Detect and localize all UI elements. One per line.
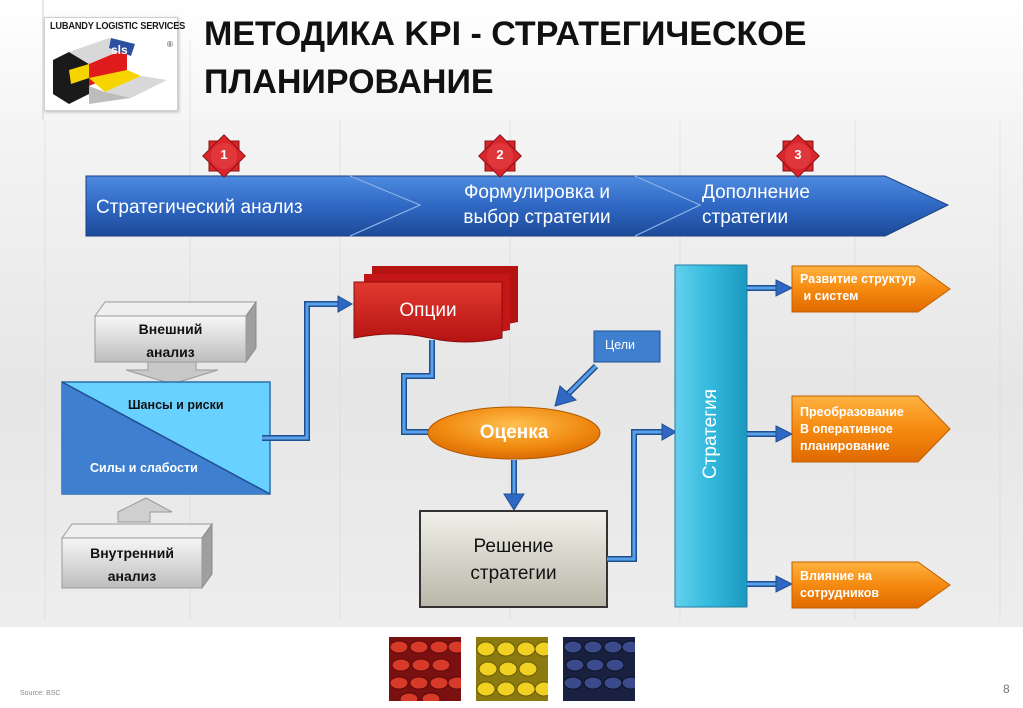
- strategy-label: Стратегия: [700, 388, 721, 480]
- step-label-2: Формулировка и выбор стратегии: [463, 182, 611, 228]
- connector-swot-to-options: [262, 295, 354, 441]
- swot-box: [61, 381, 271, 495]
- connector-evaluation-to-decision: [503, 460, 525, 511]
- outcome-shape-3: [791, 561, 951, 609]
- outcome-label-1: Развитие структур и систем: [800, 272, 916, 303]
- connector-options-to-evaluation: [401, 340, 435, 435]
- footer-source: Source: BSC: [20, 690, 61, 697]
- logo-emblem: sls: [53, 38, 167, 104]
- step-number-3: 3: [794, 147, 802, 162]
- step-badge-2: [478, 134, 522, 178]
- step-label-3: Дополнение стратегии: [702, 182, 810, 228]
- decision-label: Решение стратегии: [470, 536, 557, 584]
- evaluation-oval: [427, 406, 601, 460]
- title-line-2: ПЛАНИРОВАНИЕ: [204, 63, 494, 101]
- outcome-shape-1: [791, 265, 951, 313]
- step-label-1: Стратегический анализ: [96, 197, 303, 218]
- goals-arrow: [554, 363, 599, 407]
- step-number-1: 1: [220, 147, 228, 162]
- internal-analysis-label: Внутренний анализ: [90, 545, 174, 584]
- footer-image-blue-barrels: [563, 637, 635, 701]
- strategy-outcome-arrows: [747, 279, 794, 593]
- step-badge-1: [202, 134, 246, 178]
- options-label: Опции: [399, 300, 457, 321]
- evaluation-label: Оценка: [479, 422, 549, 443]
- step-band: [85, 175, 950, 237]
- step-badge-3: [776, 134, 820, 178]
- swot-strengths-label: Силы и слабости: [90, 461, 198, 475]
- outcome-label-3: Влияние на сотрудников: [800, 569, 880, 600]
- connector-decision-to-strategy: [607, 423, 678, 562]
- strategy-column: [674, 264, 748, 608]
- internal-analysis-block: [61, 497, 213, 590]
- company-logo: LUBANDY LOGISTIC SERVICES sls ®: [44, 17, 185, 111]
- svg-text:sls: sls: [111, 43, 128, 57]
- goals-label: Цели: [604, 338, 636, 352]
- footer-image-yellow-barrels: [476, 637, 548, 701]
- registered-mark: ®: [167, 40, 173, 49]
- external-analysis-label: Внешний анализ: [138, 321, 203, 360]
- goals-box: [593, 330, 661, 363]
- options-shape: [353, 266, 518, 343]
- footer-image-red-barrels: [389, 637, 461, 701]
- page-number: 8: [1003, 682, 1010, 696]
- external-analysis-block: [94, 300, 257, 385]
- logo-text: LUBANDY LOGISTIC SERVICES: [50, 21, 186, 32]
- decision-box: [419, 510, 608, 608]
- step-number-2: 2: [496, 147, 504, 162]
- title-line-1: МЕТОДИКА KPI - СТРАТЕГИЧЕСКОЕ: [204, 15, 807, 53]
- outcome-shape-2: [791, 395, 951, 463]
- swot-opportunities-label: Шансы и риски: [128, 398, 224, 412]
- page-title: МЕТОДИКА KPI - СТРАТЕГИЧЕСКОЕ ПЛАНИРОВАН…: [204, 10, 844, 106]
- outcome-label-2: Преобразование В оперативное планировани…: [800, 405, 904, 453]
